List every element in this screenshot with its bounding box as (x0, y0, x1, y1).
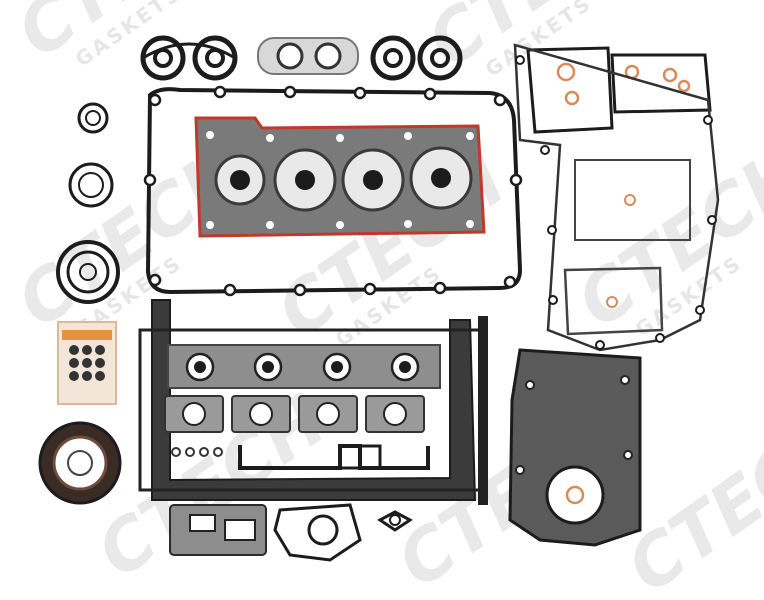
tube-seal-pair-3 (370, 35, 463, 81)
tube-seal-pair-2 (257, 37, 359, 75)
exhaust-manifold-gasket (164, 395, 425, 433)
intake-manifold-gasket (167, 344, 441, 389)
timing-cover-gasket (513, 43, 720, 352)
egr-gasket (377, 510, 413, 532)
water-pump-gasket (169, 504, 267, 556)
o-ring-large (56, 240, 120, 304)
valve-cover-gasket (143, 85, 523, 297)
crankshaft-seal (38, 421, 122, 505)
o-rings (56, 102, 120, 304)
o-ring-small (77, 102, 109, 134)
tube-seal-pair-1 (140, 35, 238, 81)
cylinder-head-gasket (194, 116, 486, 238)
o-ring-medium (68, 162, 114, 208)
rear-cover-gasket (508, 348, 642, 547)
small-washers (171, 447, 223, 457)
spark-plug-tube-seals (140, 35, 463, 81)
thermostat-gasket (273, 503, 362, 562)
pickup-tube-gasket (238, 444, 430, 470)
valve-stem-seals (57, 321, 117, 405)
